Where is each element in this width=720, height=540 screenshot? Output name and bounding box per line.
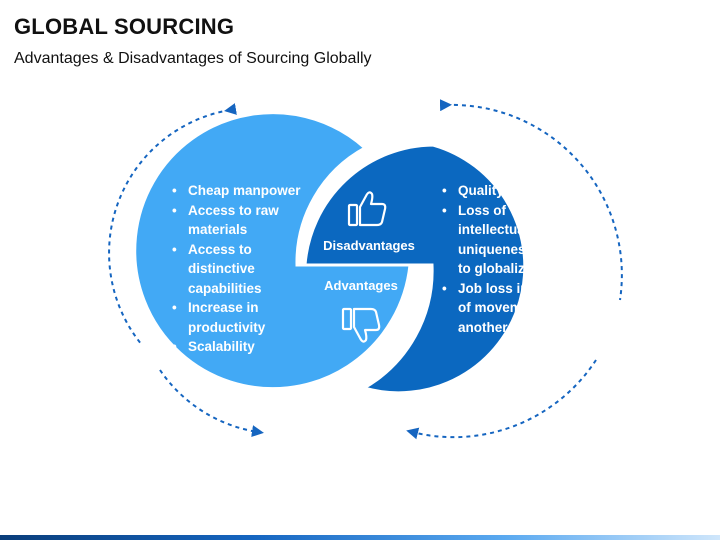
- advantages-label: Advantages: [324, 278, 398, 293]
- list-item: Cheap manpower: [172, 181, 302, 201]
- list-item: Job loss in case of movement to another …: [442, 279, 574, 338]
- page-subtitle: Advantages & Disadvantages of Sourcing G…: [14, 50, 372, 67]
- footer-accent-bar: [0, 535, 720, 540]
- thumbs-down-icon: [341, 307, 381, 343]
- advantages-list: Cheap manpower Access to raw materials A…: [172, 181, 302, 357]
- orbit-arrow-bottom-right: [406, 359, 597, 440]
- disadvantages-label: Disadvantages: [323, 238, 415, 253]
- list-item: Quality Problems: [442, 181, 574, 201]
- orbit-arrow-top-left: [108, 103, 237, 346]
- thumbs-up-icon: [347, 191, 387, 227]
- list-item: Access to distinctive capabilities: [172, 240, 302, 299]
- list-item: Scalability: [172, 337, 302, 357]
- page-title: GLOBAL SOURCING: [14, 14, 235, 39]
- orbit-arrow-bottom-left: [159, 369, 264, 438]
- list-item: Access to raw materials: [172, 201, 302, 240]
- orbit-arrow-top-right: [439, 99, 623, 301]
- list-item: Loss of intellectual uniqueness due to g…: [442, 201, 574, 279]
- disadvantages-list: Quality Problems Loss of intellectual un…: [442, 181, 574, 337]
- list-item: Increase in productivity: [172, 298, 302, 337]
